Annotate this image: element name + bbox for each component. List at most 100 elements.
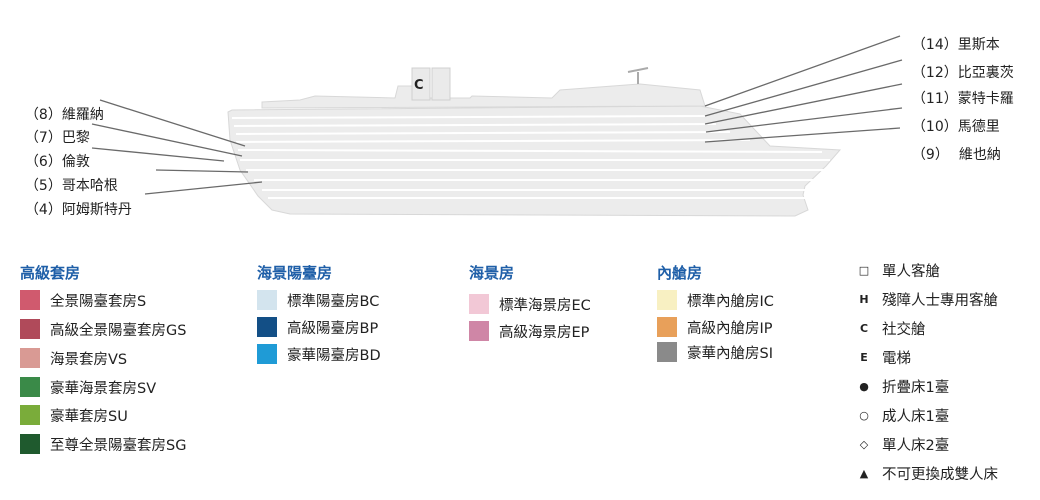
legend-item: 豪華內艙房SI [657, 342, 773, 362]
legend-label: 高級全景陽臺套房GS [50, 322, 187, 339]
deck-name: 倫敦 [61, 154, 90, 170]
hollow-circle-icon: ○ [859, 408, 869, 422]
legend-group-title-interior: 內艙房 [657, 264, 703, 282]
symbol-folding-bed: ● 折疊床1臺 [856, 376, 949, 396]
legend-label: 至尊全景陽臺套房SG [50, 437, 187, 454]
symbol-label: 單人床2臺 [882, 437, 950, 454]
deck-name: 哥本哈根 [61, 178, 118, 194]
left-leader-lines [91, 99, 263, 195]
deck-name: 比亞裏茨 [957, 65, 1014, 81]
symbol-adult-bed: ○ 成人床1臺 [856, 405, 949, 425]
symbol-social-cabin: C 社交艙 [856, 318, 926, 338]
legend-label: 豪華套房SU [50, 408, 128, 425]
legend-group-title-suites: 高級套房 [20, 264, 81, 282]
funnel-right [431, 67, 451, 101]
deck-label-4: （4）阿姆斯特丹 [16, 183, 132, 219]
symbol-accessible-cabin: H 殘障人士專用客艙 [856, 289, 998, 309]
legend-group-title-oceanview: 海景房 [469, 264, 515, 282]
legend-label: 豪華陽臺房BD [287, 347, 381, 364]
symbol-single-cabin: □ 單人客艙 [856, 260, 940, 280]
legend-item: 全景陽臺套房S [20, 290, 146, 310]
legend-label: 豪華內艙房SI [687, 345, 773, 362]
color-swatch [657, 342, 677, 362]
symbol-no-double-conversion: ▲不可更換成雙人床 [856, 463, 998, 483]
deck-number: （4） [24, 202, 62, 218]
legend-label: 豪華海景套房SV [50, 380, 157, 397]
color-swatch [257, 344, 277, 364]
deck-number: （7） [24, 130, 62, 146]
square-icon: □ [858, 263, 870, 277]
color-swatch [257, 290, 277, 310]
deck-name: 阿姆斯特丹 [61, 202, 132, 218]
deck-label-7: （7）巴黎 [16, 111, 90, 147]
legend-label: 標準海景房EC [499, 297, 591, 314]
legend-item: 高級內艙房IP [657, 317, 773, 337]
legend-group-title-balcony: 海景陽臺房 [257, 264, 333, 282]
deck-name: 維也納 [958, 147, 1001, 163]
deck-label-14: （14）里斯本 [903, 18, 1000, 54]
funnel-logo: C [414, 78, 424, 93]
color-swatch [469, 294, 489, 314]
deck-name: 馬德里 [957, 119, 1000, 135]
social-c-icon: C [859, 321, 869, 335]
color-swatch [20, 434, 40, 454]
deck-label-9: （9） 維也納 [903, 128, 1001, 164]
color-swatch [469, 321, 489, 341]
deck-label-10: （10）馬德里 [903, 100, 1000, 136]
diamond-icon: ◇ [859, 437, 869, 451]
deck-label-11: （11）蒙特卡羅 [903, 72, 1014, 108]
legend-item: 豪華套房SU [20, 405, 128, 425]
deck-label-5: （5）哥本哈根 [16, 159, 118, 195]
funnel-left [411, 67, 431, 101]
deck-number: （8） [24, 107, 62, 123]
deck-name: 蒙特卡羅 [957, 91, 1014, 107]
deck-name: 里斯本 [957, 37, 1000, 53]
symbol-label: 折疊床1臺 [882, 379, 950, 396]
legend-item: 海景套房VS [20, 348, 127, 368]
legend-item: 標準陽臺房BC [257, 290, 379, 310]
deck-number: （14） [911, 37, 958, 53]
legend-item: 豪華陽臺房BD [257, 344, 381, 364]
legend-label: 高級海景房EP [499, 324, 590, 341]
deck-label-12: （12）比亞裏茨 [903, 46, 1014, 82]
legend-label: 標準內艙房IC [687, 293, 774, 310]
deck-stripes [231, 115, 830, 199]
accessible-h-icon: H [859, 292, 869, 306]
legend-label: 全景陽臺套房S [50, 293, 147, 310]
deck-number: （5） [24, 178, 62, 194]
symbol-label: 單人客艙 [882, 263, 940, 280]
legend-label: 海景套房VS [50, 351, 128, 368]
legend-label: 標準陽臺房BC [287, 293, 380, 310]
triangle-icon: ▲ [859, 466, 869, 480]
legend-label: 高級內艙房IP [687, 320, 773, 337]
elevator-e-icon: E [860, 350, 868, 364]
color-swatch [20, 377, 40, 397]
color-swatch [20, 290, 40, 310]
ship-profile-diagram: C [91, 35, 903, 217]
symbol-label: 社交艙 [882, 321, 926, 338]
legend-item: 高級海景房EP [469, 321, 589, 341]
deck-name: 維羅納 [61, 107, 104, 123]
color-swatch [257, 317, 277, 337]
deck-number: （11） [911, 91, 958, 107]
legend-item: 標準內艙房IC [657, 290, 774, 310]
symbol-two-single-beds: ◇ 單人床2臺 [856, 434, 949, 454]
right-leader-lines [704, 35, 903, 143]
symbol-label: 殘障人士專用客艙 [882, 292, 998, 309]
filled-dot-icon: ● [859, 379, 869, 393]
legend-item: 至尊全景陽臺套房SG [20, 434, 186, 454]
legend-label: 高級陽臺房BP [287, 320, 379, 337]
legend-item: 高級陽臺房BP [257, 317, 378, 337]
deck-number: （6） [24, 154, 62, 170]
deck-number: （10） [911, 119, 958, 135]
symbol-label: 成人床1臺 [882, 408, 950, 425]
deck-number: （9） [911, 147, 949, 163]
color-swatch [657, 317, 677, 337]
color-swatch [20, 405, 40, 425]
ship-superstructure [261, 83, 706, 109]
legend-item: 高級全景陽臺套房GS [20, 319, 186, 339]
color-swatch [20, 348, 40, 368]
deck-label-6: （6）倫敦 [16, 135, 90, 171]
deck-label-8: （8）維羅納 [16, 88, 104, 124]
